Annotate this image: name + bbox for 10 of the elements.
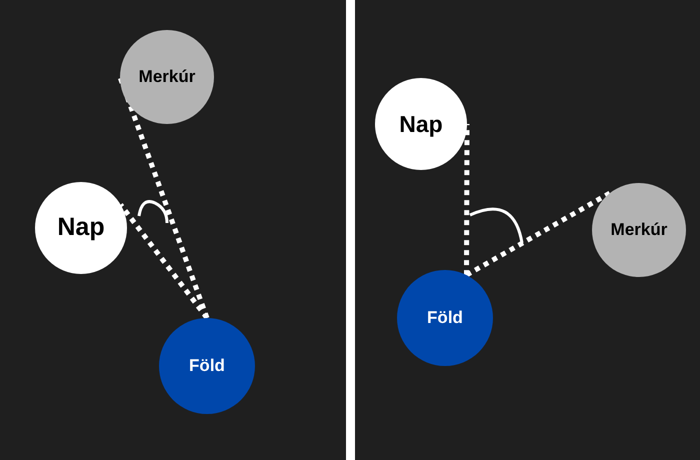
dotted-line	[465, 190, 612, 278]
dotted-line	[118, 203, 209, 320]
planet-label: Merkúr	[610, 219, 668, 242]
planet-label: Föld	[189, 355, 225, 378]
planet-label: Föld	[427, 307, 463, 330]
planet-label: Nap	[399, 110, 443, 139]
dotted-line	[118, 76, 210, 319]
dotted-line	[464, 124, 470, 276]
planet-label: Nap	[57, 212, 105, 244]
planet-label: Merkúr	[138, 66, 196, 88]
